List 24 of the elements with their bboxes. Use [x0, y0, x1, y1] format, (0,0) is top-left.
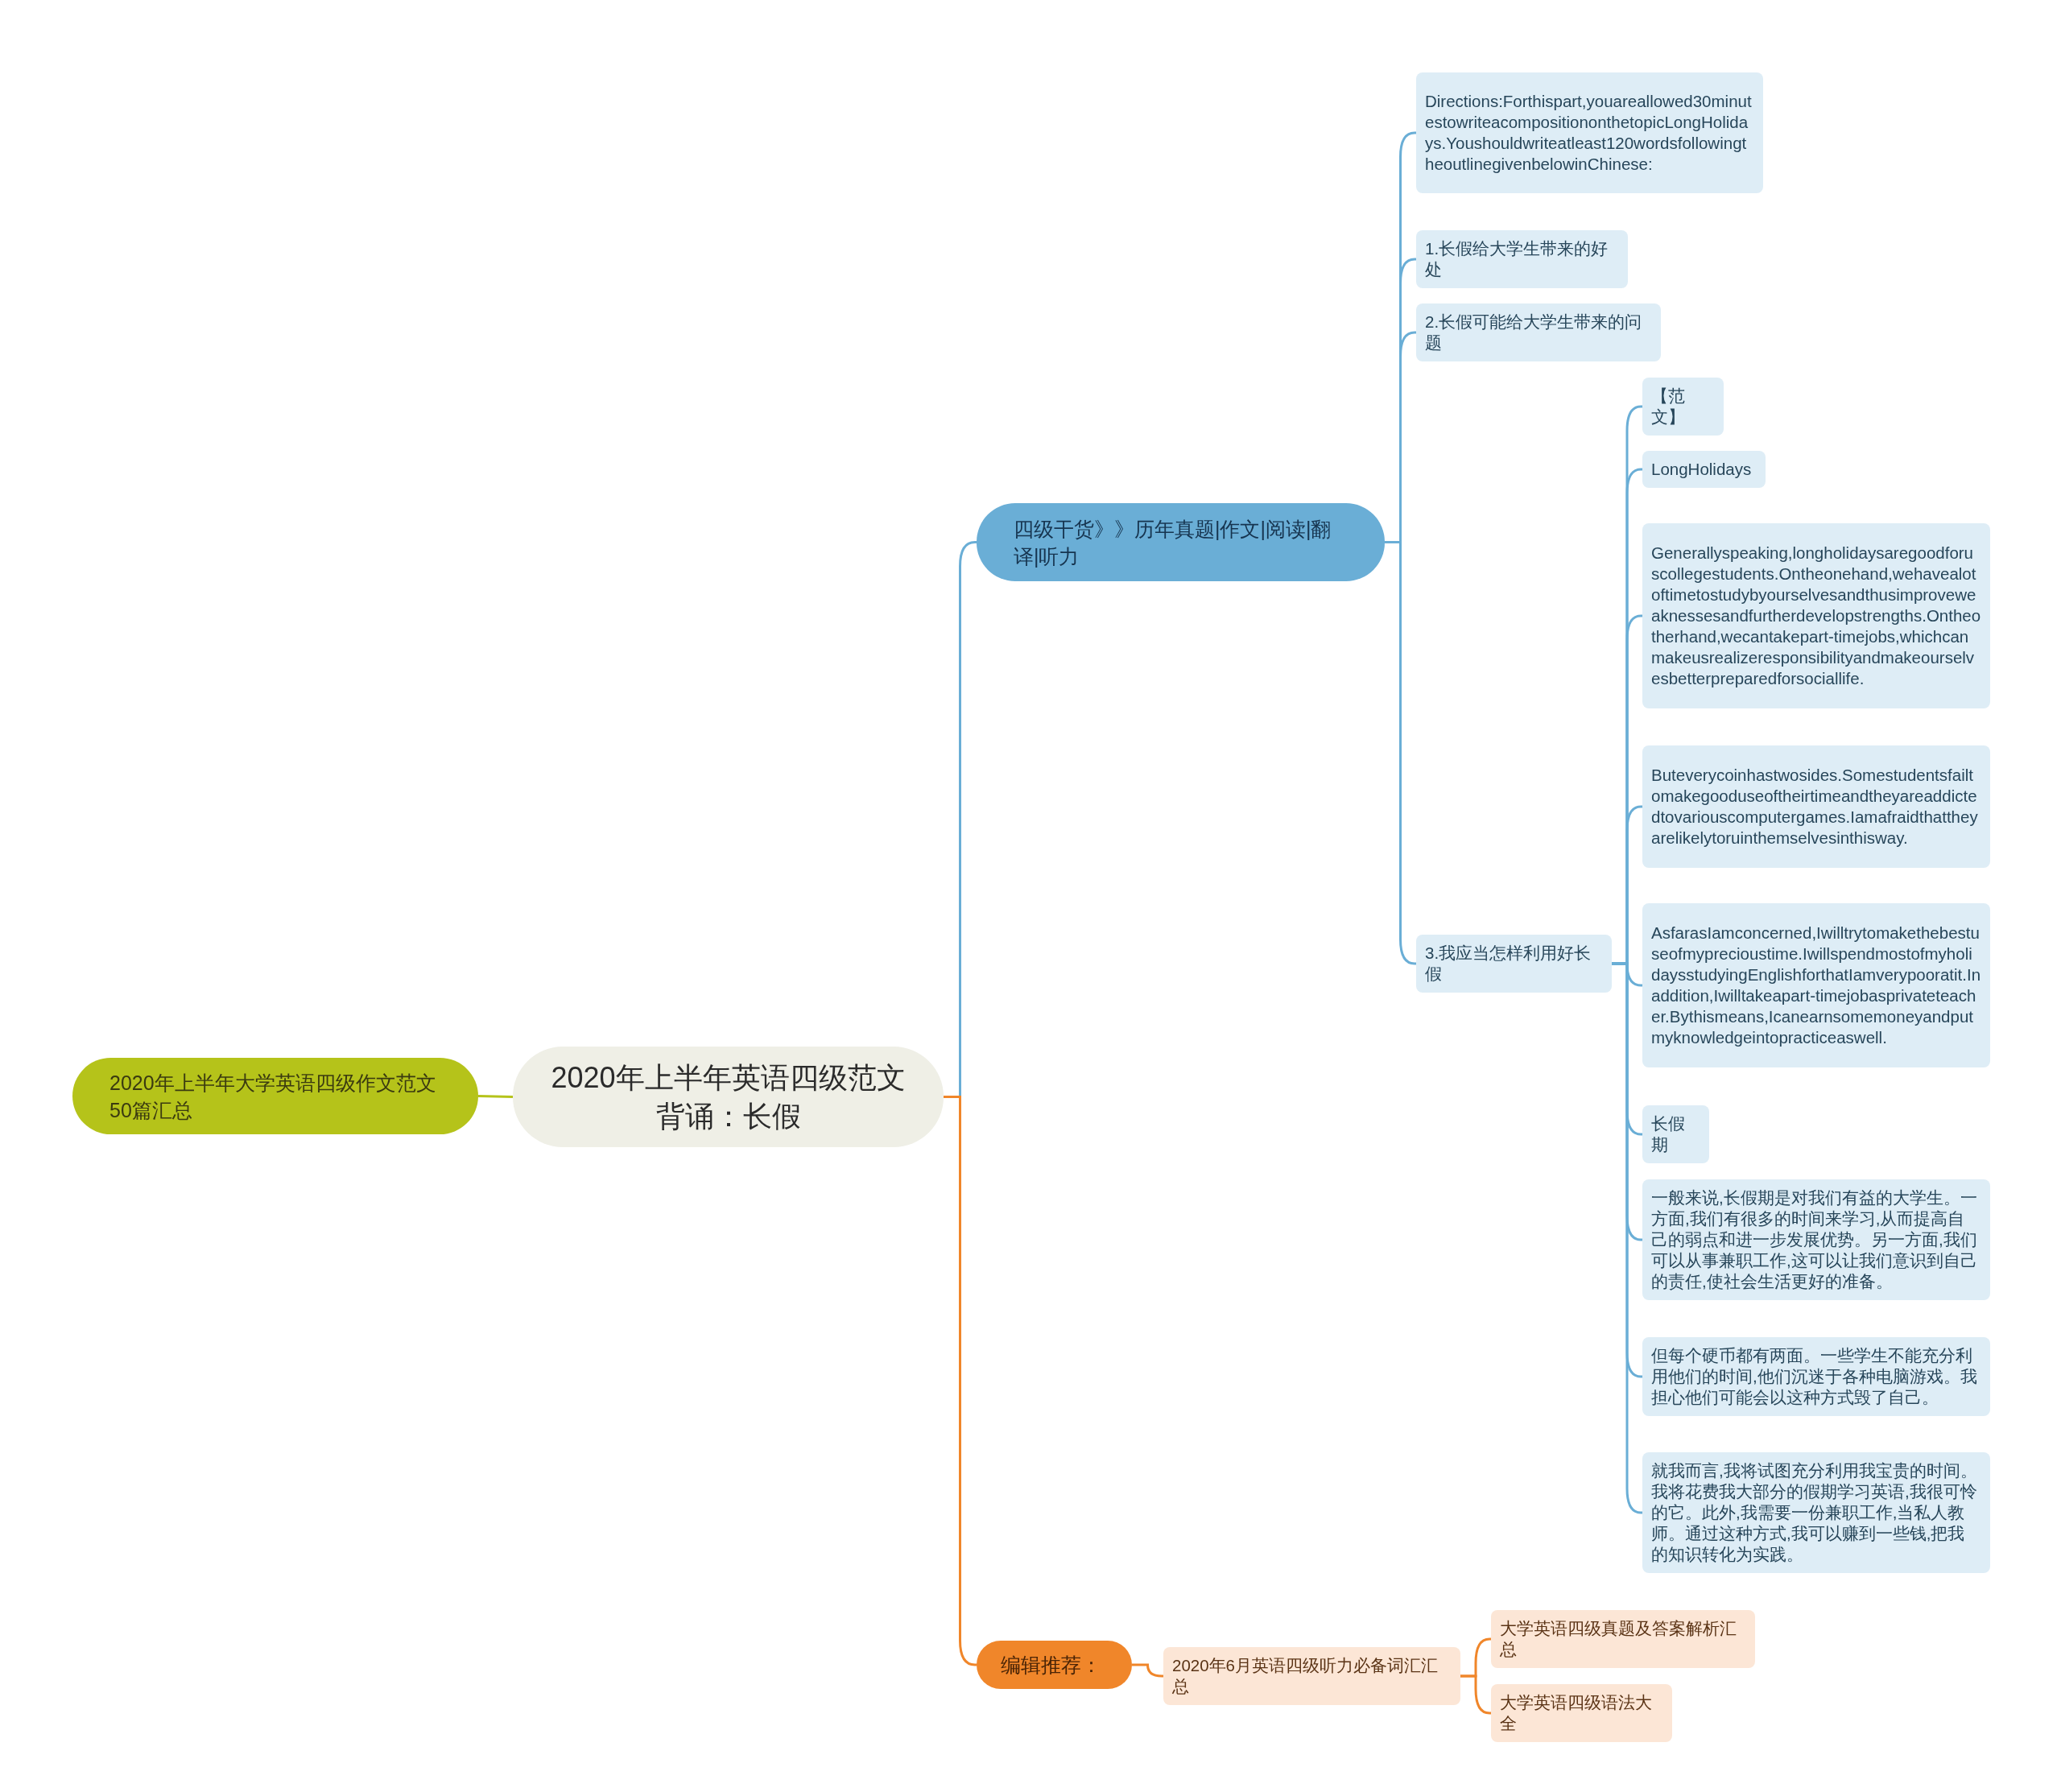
topic-box: 2.长假可能给大学生带来的问题 — [1416, 303, 1661, 361]
topic-box: 3.我应当怎样利用好长假 — [1416, 935, 1612, 993]
connector-line — [477, 1095, 514, 1098]
topic-box: 2020年6月英语四级听力必备词汇汇总 — [1163, 1647, 1460, 1705]
topic-box: 一般来说,长假期是对我们有益的大学生。一方面,我们有很多的时间来学习,从而提高自己的弱点和进一步发展优势。另一方面,我们可以从事兼职工作,这可以让我们意识到自己的责任,使社会生活更好的准备。 — [1642, 1179, 1990, 1300]
topic-box: 1.长假给大学生带来的好处 — [1416, 230, 1628, 288]
topic-bubble: 2020年上半年英语四级范文背诵：长假 — [513, 1047, 944, 1147]
connector-line — [1460, 1674, 1492, 1715]
branch-bubble: 编辑推荐： — [977, 1641, 1132, 1689]
connector-line — [944, 1096, 977, 1666]
topic-box: 大学英语四级语法大全 — [1491, 1684, 1672, 1742]
branch-bubble: 2020年上半年大学英语四级作文范文50篇汇总 — [72, 1058, 478, 1134]
branch-bubble: 四级干货》》历年真题|作文|阅读|翻译|听力 — [977, 503, 1385, 581]
topic-box: 就我而言,我将试图充分利用我宝贵的时间。我将花费我大部分的假期学习英语,我很可怜的它。此外,我需要一份兼职工作,当私人教师。通过这种方式,我可以赚到一些钱,把我的知识转化为实践。 — [1642, 1452, 1990, 1573]
topic-box: Generallyspeaking,longholidaysaregoodforuscollegestudents.Ontheonehand,wehavealotoftimetostudybyourselvesandthusimproveweaknessesandfurtherdevelopstrengths.Ontheotherhand,wecantakepart-timejobs,whichcanmakeusrealizeresponsibilityandmakeourselvesbetterpreparedforsociallife. — [1642, 523, 1990, 708]
topic-box: 【范文】 — [1642, 378, 1724, 436]
topic-box: LongHolidays — [1642, 451, 1766, 488]
topic-box: 大学英语四级真题及答案解析汇总 — [1491, 1610, 1755, 1668]
connector-line — [1132, 1663, 1163, 1678]
topic-box: AsfarasIamconcerned,Iwilltrytomakethebestuseofmyprecioustime.IwillspendmostofmyholidaysstudyingEnglishforthatIamverypooratit.Inaddition,Iwilltakeapart-timejobasprivateteacher.Bythismeans,Icanearnsomemoneyandputmyknowledgeintopracticeaswell. — [1642, 903, 1990, 1067]
topic-box: Directions:Forthispart,youareallowed30minutestowriteacompositiononthetopicLongHolidays.Youshouldwriteatleast120wordsfollowingtheoutlinegivenbelowinChinese: — [1416, 72, 1763, 193]
topic-box: 但每个硬币都有两面。一些学生不能充分利用他们的时间,他们沉迷于各种电脑游戏。我担心他们可能会以这种方式毁了自己。 — [1642, 1337, 1990, 1416]
topic-box: 长假期 — [1642, 1105, 1709, 1163]
topic-box: Buteverycoinhastwosides.Somestudentsfailtomakegooduseoftheirtimeandtheyareaddictedtovariouscomputergames.Iamafraidthattheyarelikelytoruinthemselvesinthisway. — [1642, 745, 1990, 868]
